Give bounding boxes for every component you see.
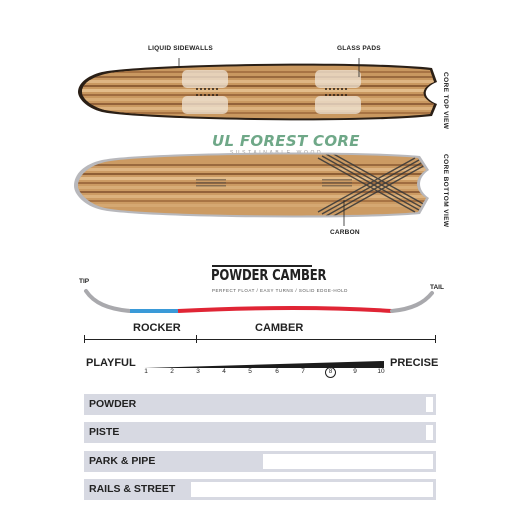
profile-subtitle: PERFECT FLOAT / EASY TURNS / SOLID EDGE-…	[212, 288, 348, 293]
camber-profile-diagram	[84, 289, 434, 313]
terrain-remainder	[191, 482, 433, 497]
terrain-row-rails-street: RAILS & STREET	[84, 479, 436, 500]
camber-label: CAMBER	[255, 322, 304, 334]
terrain-row-powder: POWDER	[84, 394, 436, 415]
rocker-label: ROCKER	[133, 322, 181, 334]
terrain-row-park-pipe: PARK & PIPE	[84, 451, 436, 472]
profile-underline	[212, 265, 312, 267]
board-top-view	[78, 58, 437, 121]
liquid-sidewalls-label: LIQUID SIDEWALLS	[148, 45, 213, 52]
flex-tick: 2	[170, 368, 174, 375]
terrain-label: POWDER	[89, 398, 137, 410]
flex-tick: 6	[275, 368, 279, 375]
flex-tick: 7	[301, 368, 305, 375]
playful-label: PLAYFUL	[86, 357, 136, 369]
flex-ticks: 1 2 3 4 5 6 7 8 9 10	[140, 367, 390, 382]
flex-tick: 1	[144, 368, 148, 375]
board-bottom-view	[74, 152, 429, 226]
flex-tick: 4	[222, 368, 226, 375]
terrain-row-piste: PISTE	[84, 422, 436, 443]
profile-tick-right	[435, 335, 436, 343]
flex-tick-selected: 8	[325, 367, 336, 378]
terrain-label: RAILS & STREET	[89, 483, 176, 495]
terrain-label: PISTE	[89, 426, 120, 438]
flex-tick: 5	[248, 368, 252, 375]
profile-baseline	[84, 339, 436, 340]
flex-tick: 3	[196, 368, 200, 375]
tail-label: TAIL	[430, 284, 444, 291]
profile-tick-left	[84, 335, 85, 343]
flex-tick: 9	[353, 368, 357, 375]
terrain-remainder	[426, 425, 433, 440]
terrain-remainder	[426, 397, 433, 412]
profile-tick-mid	[196, 335, 197, 343]
precise-label: PRECISE	[390, 357, 439, 369]
core-bottom-view-label: CORE BOTTOM VIEW	[442, 154, 449, 228]
carbon-label: CARBON	[330, 229, 360, 236]
flex-wedge	[144, 361, 384, 368]
core-top-view-label: CORE TOP VIEW	[442, 72, 449, 130]
flex-tick: 10	[377, 368, 385, 375]
profile-title: POWDER CAMBER	[211, 266, 327, 284]
tip-label: TIP	[79, 278, 90, 285]
terrain-remainder	[263, 454, 433, 469]
core-title: UL FOREST CORE	[212, 132, 360, 150]
terrain-label: PARK & PIPE	[89, 455, 156, 467]
glass-pads-label: GLASS PADS	[337, 45, 381, 52]
